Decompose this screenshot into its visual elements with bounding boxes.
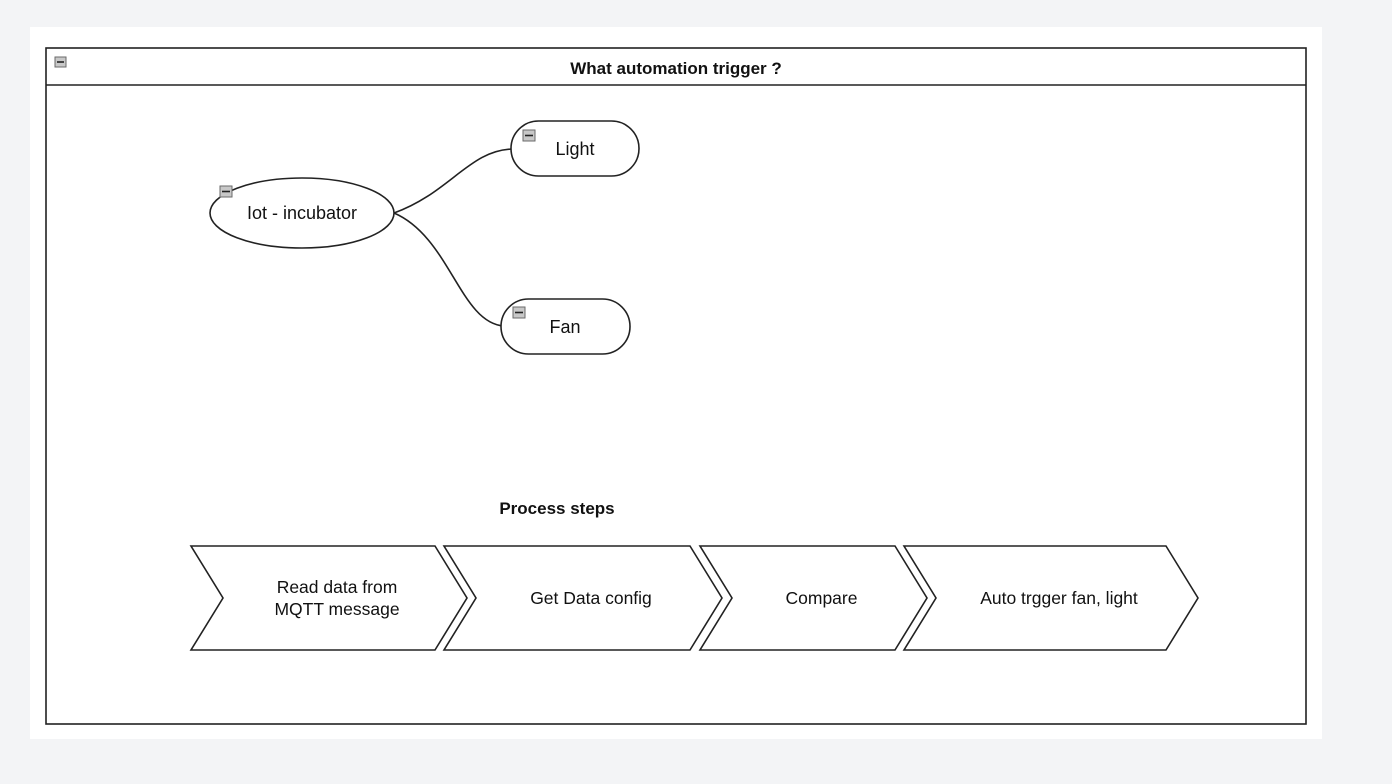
diagram-svg: What automation trigger ? Iot - incubato… [45,47,1307,725]
process-step-shape [902,545,1199,651]
process-step-label: Read data from [277,577,398,597]
process-step-4[interactable]: Auto trgger fan, light [902,545,1199,651]
diagram-canvas: What automation trigger ? Iot - incubato… [30,27,1322,739]
process-step-shape [189,545,468,651]
process-step-label: Compare [786,588,858,608]
process-step-label: Get Data config [530,588,652,608]
node-fan[interactable]: Fan [500,298,631,355]
node-fan-collapse-icon[interactable] [512,306,526,319]
process-step-label: MQTT message [274,599,399,619]
node-root[interactable]: Iot - incubator [209,177,395,249]
process-step-shape [698,545,928,651]
process-step-2[interactable]: Get Data config [442,545,723,651]
node-light[interactable]: Light [510,120,640,177]
process-steps-title: Process steps [499,499,614,518]
node-fan-label: Fan [549,317,580,337]
node-light-label: Light [555,139,594,159]
process-step-3[interactable]: Compare [698,545,928,651]
connector-root-fan [393,212,505,327]
node-root-label: Iot - incubator [247,203,357,223]
process-step-label: Auto trgger fan, light [980,588,1138,608]
mindmap: Iot - incubator Light Fan [209,120,640,355]
node-light-collapse-icon[interactable] [522,129,536,142]
process-step-shape [442,545,723,651]
container-title: What automation trigger ? [570,59,782,78]
node-root-collapse-icon[interactable] [219,185,233,198]
container-collapse-icon[interactable] [54,56,67,68]
connector-root-light [393,148,515,214]
